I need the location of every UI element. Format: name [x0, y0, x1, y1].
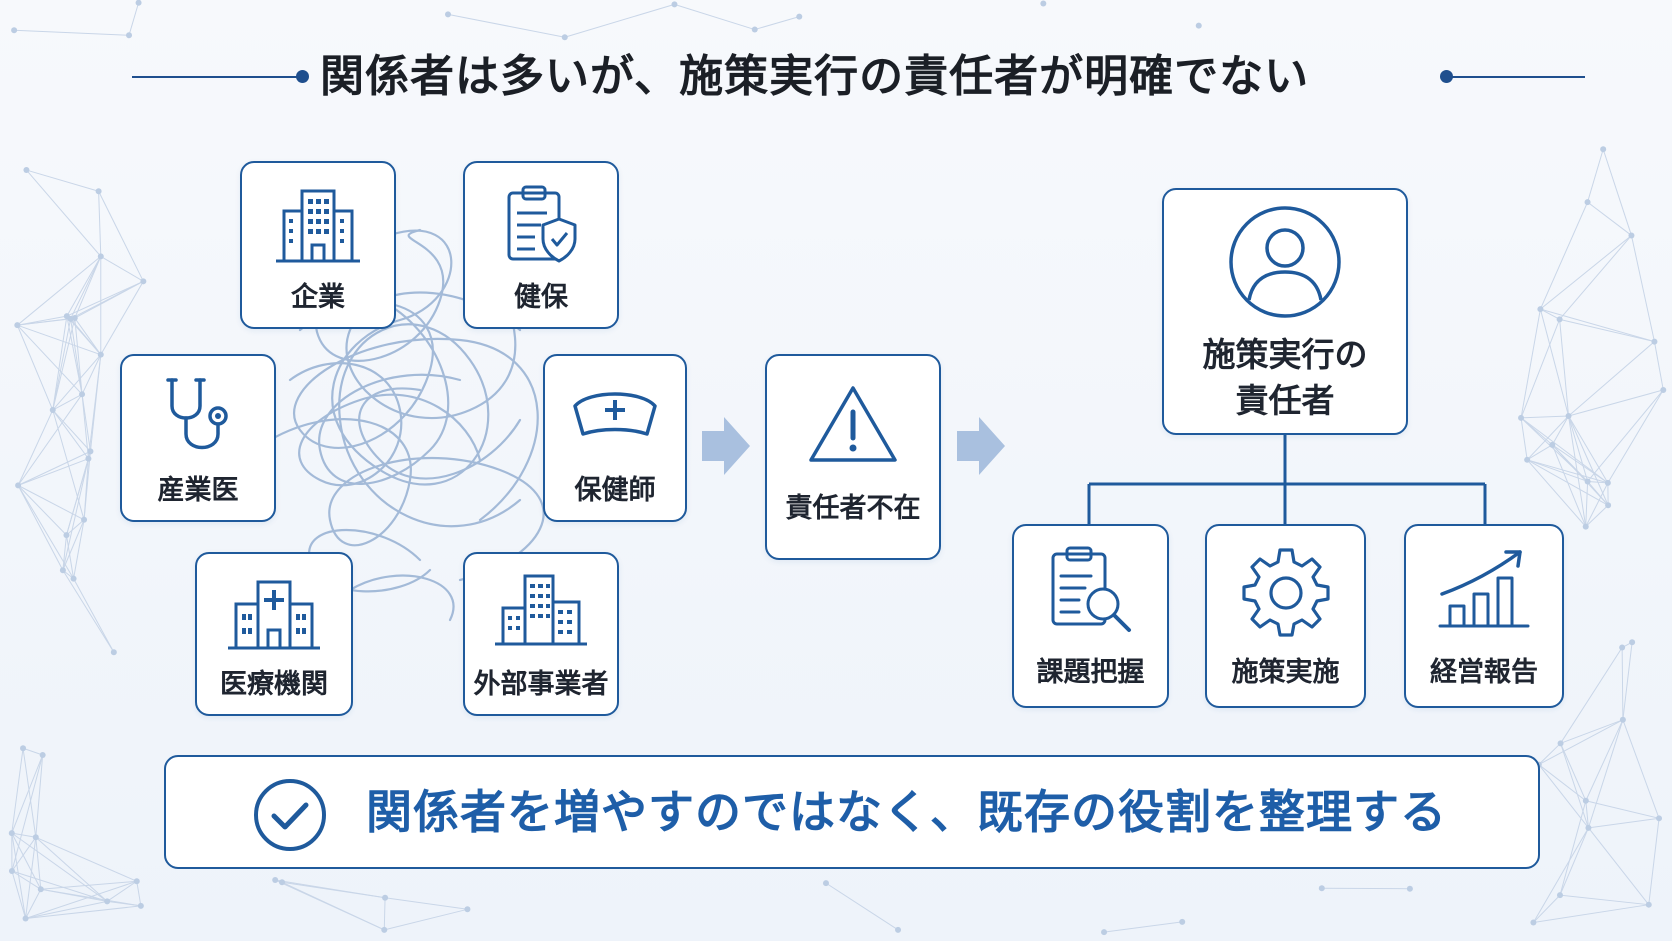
owner-label-line2: 責任者	[1235, 381, 1335, 420]
stakeholder-label: 産業医	[157, 475, 239, 506]
owner-card: 施策実行の 責任者	[1162, 188, 1408, 435]
page-title: 関係者は多いが、施策実行の責任者が明確でない	[320, 51, 1310, 102]
title-row: 関係者は多いが、施策実行の責任者が明確でない	[0, 42, 1672, 112]
business-buildings-icon	[495, 574, 587, 646]
stethoscope-icon	[166, 378, 228, 450]
stakeholder-label: 保健師	[574, 475, 656, 506]
hospital-icon	[228, 580, 320, 650]
stakeholder-card-occupational-physician: 産業医	[120, 354, 276, 522]
title-left-line	[132, 76, 302, 78]
owner-label-line1: 施策実行の	[1202, 335, 1368, 374]
title-left-dot	[296, 70, 309, 83]
task-card-issue-identification: 課題把握	[1012, 524, 1169, 708]
clipboard-shield-icon	[507, 185, 577, 263]
stakeholder-label: 健保	[514, 282, 568, 313]
warning-icon	[809, 386, 897, 462]
title-right-dot	[1440, 70, 1453, 83]
stakeholder-label: 医療機関	[220, 669, 328, 700]
task-label: 施策実施	[1231, 657, 1340, 688]
stakeholder-label: 企業	[291, 282, 345, 313]
no-owner-label: 責任者不在	[785, 493, 921, 524]
task-label: 課題把握	[1036, 657, 1145, 688]
conclusion-box: 関係者を増やすのではなく、既存の役割を整理する	[164, 755, 1540, 869]
stakeholder-card-insurer: 健保	[463, 161, 619, 329]
stakeholder-label: 外部事業者	[473, 669, 609, 700]
stakeholder-card-medical-institution: 医療機関	[195, 552, 353, 716]
stakeholder-card-company: 企業	[240, 161, 396, 329]
nurse-cap-icon	[573, 392, 657, 436]
gear-icon	[1241, 548, 1330, 637]
conclusion-text: 関係者を増やすのではなく、既存の役割を整理する	[366, 785, 1447, 839]
task-card-execution: 施策実施	[1205, 524, 1366, 708]
title-right-line	[1450, 76, 1585, 78]
task-card-management-report: 経営報告	[1404, 524, 1564, 708]
task-label: 経営報告	[1430, 657, 1538, 688]
stakeholder-card-public-health-nurse: 保健師	[543, 354, 687, 522]
office-building-icon	[276, 189, 360, 263]
stakeholder-card-external-provider: 外部事業者	[463, 552, 619, 716]
check-circle-icon	[254, 779, 326, 851]
arrow-right-icon	[957, 417, 1005, 475]
arrow-right-icon	[702, 417, 750, 475]
growth-chart-icon	[1438, 550, 1530, 628]
person-icon	[1229, 206, 1341, 318]
clipboard-search-icon	[1051, 546, 1131, 632]
no-owner-card: 責任者不在	[765, 354, 941, 560]
